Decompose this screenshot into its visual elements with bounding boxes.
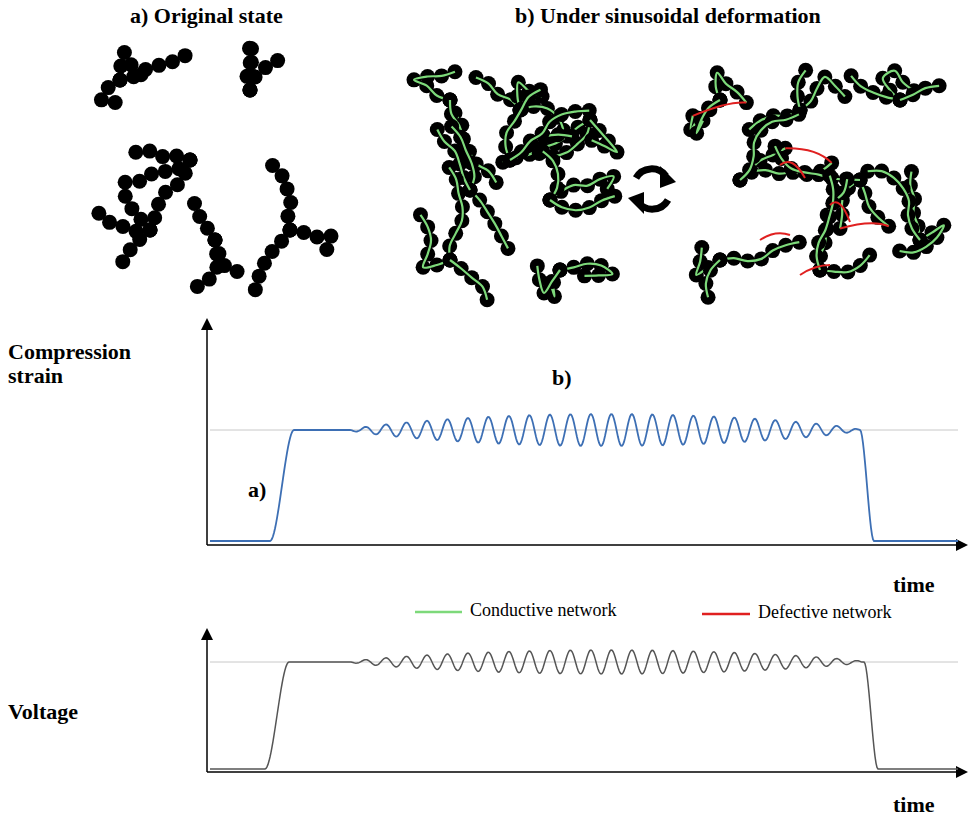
panel-heading: b) Under sinusoidal deformation bbox=[515, 4, 821, 28]
axis-title: Compression strain bbox=[8, 340, 158, 388]
legend-label: Defective network bbox=[758, 603, 891, 623]
cycle-arrows bbox=[628, 166, 676, 214]
voltage-axes bbox=[201, 628, 968, 778]
panel-heading: a) Original state bbox=[130, 4, 283, 28]
axis-title: time bbox=[893, 793, 935, 817]
particle-clusters bbox=[91, 41, 338, 297]
phase-marker: b) bbox=[552, 366, 572, 390]
strain-axes bbox=[201, 318, 968, 551]
voltage-curve bbox=[210, 650, 958, 769]
legend-label: Conductive network bbox=[470, 601, 616, 621]
strain-curve bbox=[210, 414, 958, 541]
conductive-network bbox=[406, 63, 951, 307]
axis-title: time bbox=[893, 573, 935, 597]
axis-title: Voltage bbox=[8, 700, 78, 724]
phase-marker: a) bbox=[248, 478, 266, 502]
